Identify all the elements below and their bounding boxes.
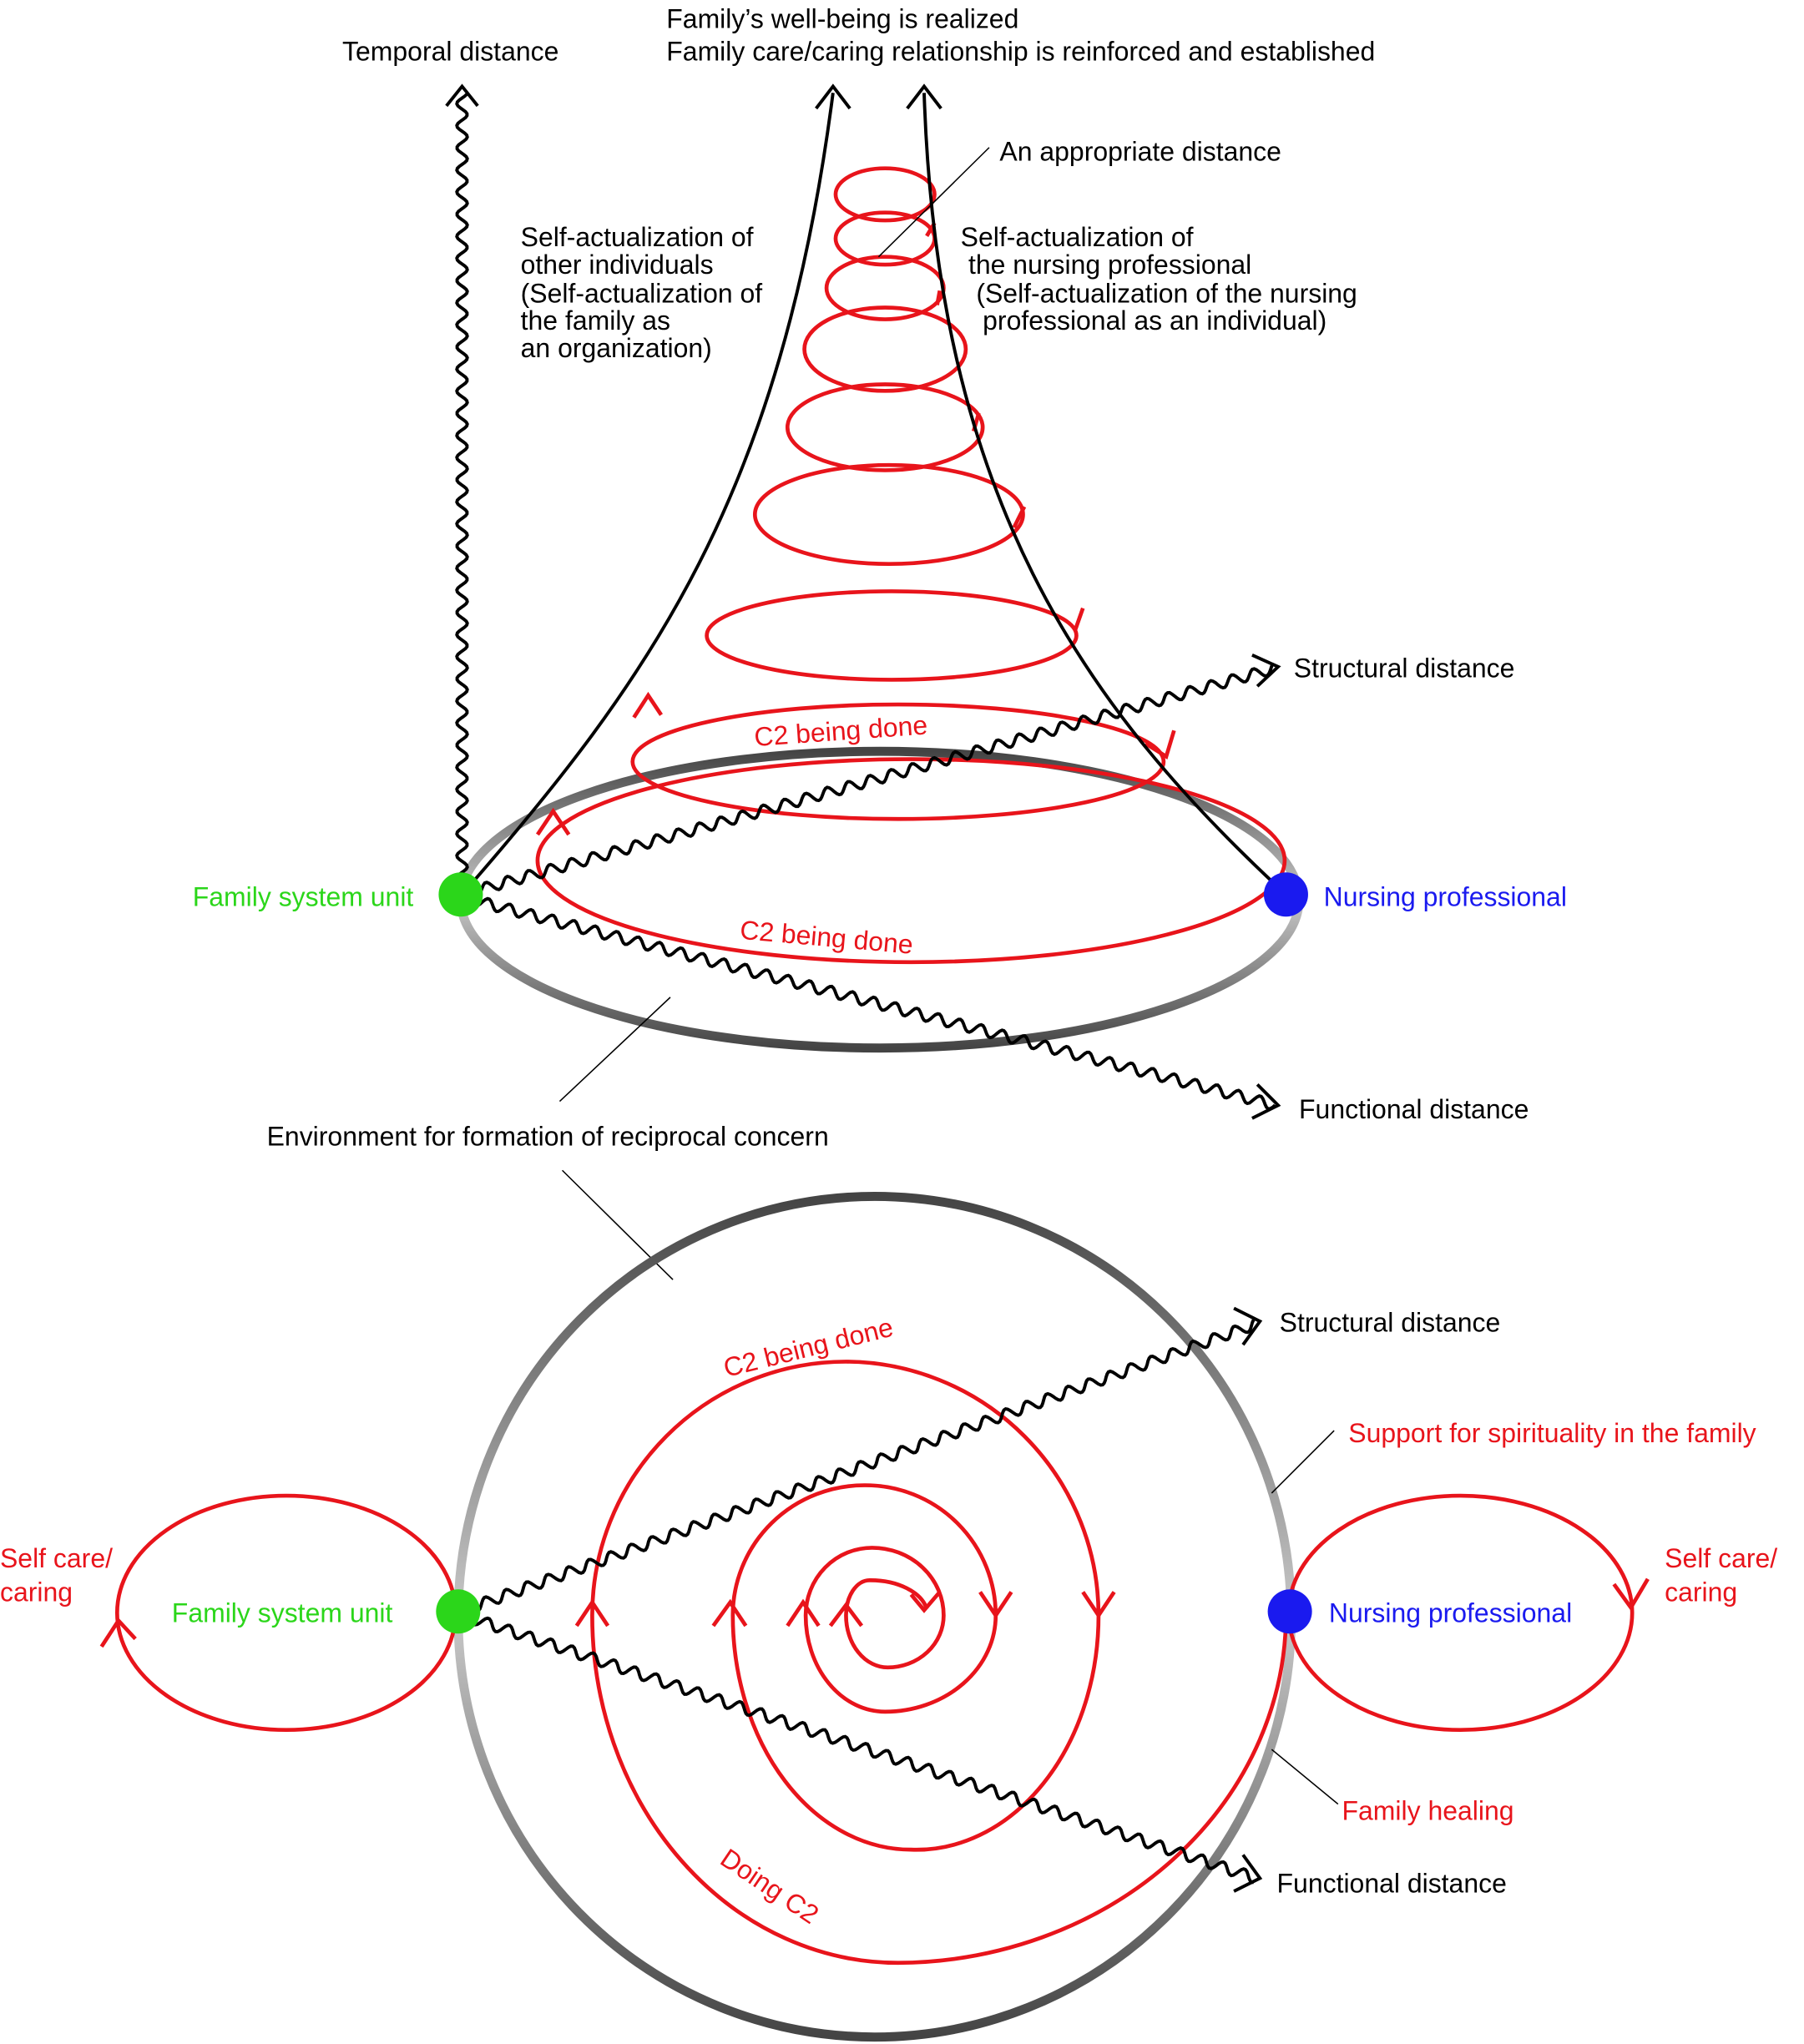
arrow-right-icon (1233, 1306, 1263, 1346)
arrow-up-icon (99, 1617, 137, 1648)
structural-label: Structural distance (1294, 653, 1515, 683)
leader-line (1271, 1749, 1339, 1805)
self-other-line: the family as (521, 305, 670, 336)
arrow-up-icon (445, 83, 479, 108)
arrow-right-icon (1233, 1854, 1263, 1893)
doing-c2-label: Doing C2 (715, 1843, 825, 1930)
spirituality-label: Support for spirituality in the family (1348, 1418, 1756, 1448)
structural-wave-top (470, 663, 1275, 897)
nurse-node (1263, 872, 1308, 917)
self-other-line: Self-actualization of (521, 222, 754, 252)
selfcare-right-line: caring (1665, 1577, 1737, 1607)
self-nurse-line: professional as an individual) (983, 305, 1326, 336)
selfcare-left-line: caring (0, 1577, 73, 1607)
self-other-line: an organization) (521, 333, 712, 363)
wellbeing-label: Family’s well-being is realized (666, 3, 1018, 33)
arrow-down-icon (1612, 1577, 1650, 1612)
structural-label: Structural distance (1280, 1308, 1501, 1338)
c2-being-done-label: C2 being done (720, 1312, 896, 1383)
nurse-label: Nursing professional (1329, 1597, 1572, 1628)
cone-left-line (461, 93, 835, 896)
temporal-label: Temporal distance (342, 36, 558, 66)
leader-line (558, 997, 671, 1103)
appropriate-distance-label: An appropriate distance (999, 136, 1281, 166)
functional-label: Functional distance (1299, 1094, 1529, 1124)
arrow-right-icon (1251, 654, 1281, 688)
leader-line (1271, 1430, 1335, 1494)
structural-wave-bottom (470, 1319, 1256, 1612)
environment-label: Environment for formation of reciprocal … (267, 1122, 829, 1152)
c2-upper-label: C2 being done (753, 710, 928, 752)
arrow-right-icon (1251, 1083, 1281, 1120)
nurse-label: Nursing professional (1324, 882, 1567, 912)
functional-label: Functional distance (1277, 1869, 1507, 1899)
functional-wave-bottom (469, 1616, 1254, 1885)
leader-line (877, 147, 990, 258)
self-other-line: other individuals (521, 250, 714, 280)
selfcare-right-line: Self care/ (1665, 1543, 1777, 1573)
spiral-direction-arrows (535, 221, 1176, 836)
self-other-line: (Self-actualization of (521, 278, 763, 308)
cone-right-line (922, 93, 1287, 896)
family-label: Family system unit (193, 882, 414, 912)
nurse-node (1267, 1589, 1312, 1634)
family-healing-label: Family healing (1342, 1795, 1513, 1825)
self-nurse-line: (Self-actualization of the nursing (976, 278, 1357, 308)
self-nurse-line: Self-actualization of (961, 222, 1194, 252)
family-node (438, 872, 483, 917)
self-nurse-line: the nursing professional (968, 250, 1251, 280)
spiral-direction-arrows (574, 1590, 1116, 1628)
arrow-up-icon (815, 83, 942, 110)
relationship-label: Family care/caring relationship is reinf… (666, 36, 1375, 66)
family-node (436, 1589, 481, 1634)
selfcare-left-line: Self care/ (0, 1543, 113, 1573)
temporal-wave (455, 93, 469, 896)
red-spiral-flat (590, 1360, 1288, 1966)
functional-wave-top (469, 896, 1276, 1111)
family-label: Family system unit (172, 1597, 393, 1628)
